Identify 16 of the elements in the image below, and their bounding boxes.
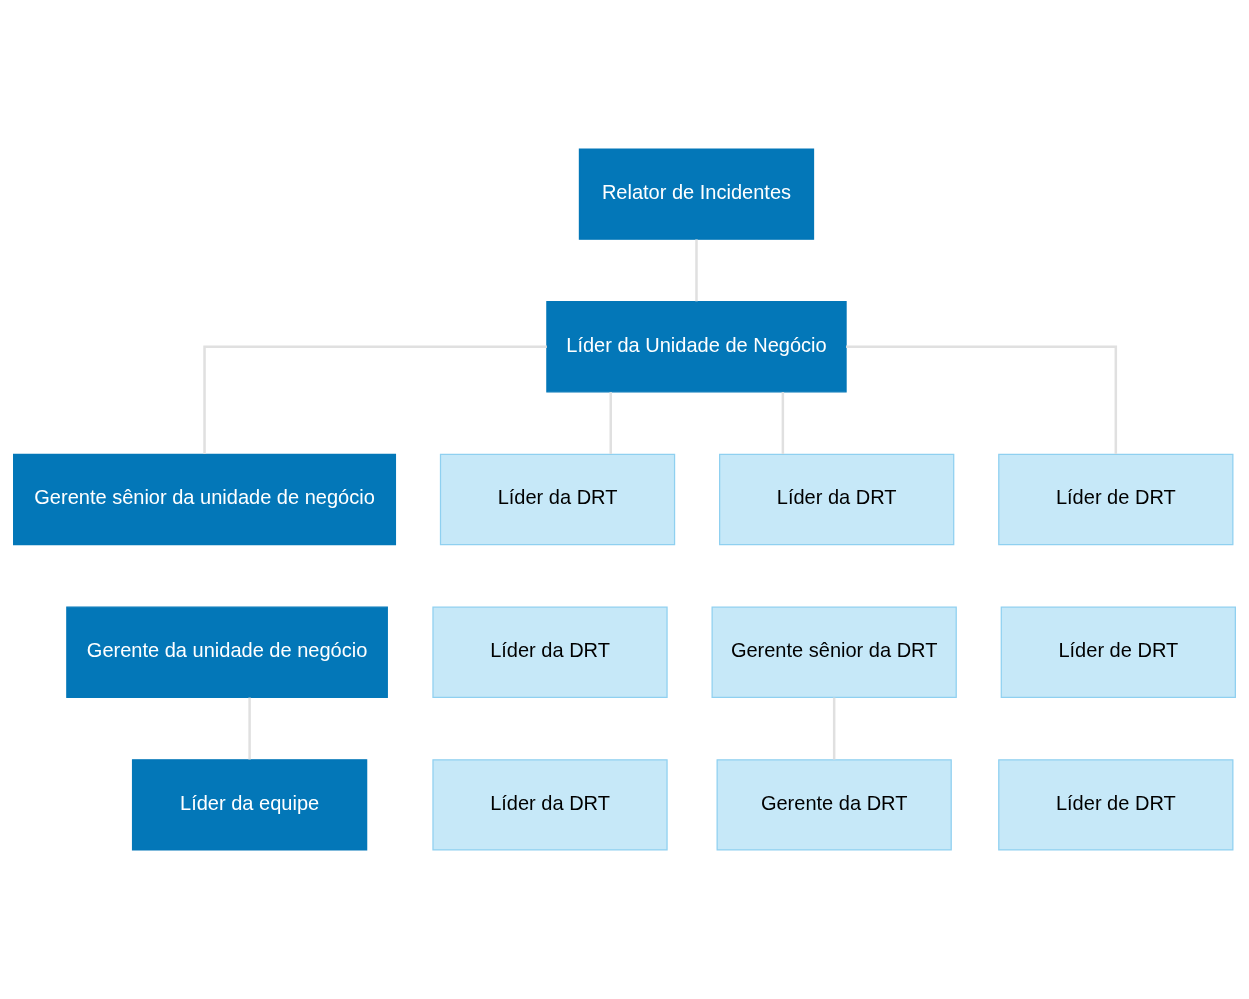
- node-box: Líder da equipe: [131, 759, 368, 851]
- node-box: Líder da DRT: [432, 606, 668, 698]
- node-box: Líder da DRT: [439, 453, 676, 546]
- node-box: Gerente sênior da unidade de negócio: [13, 453, 397, 546]
- node-box: Líder de DRT: [998, 453, 1234, 546]
- connector: [203, 345, 547, 455]
- node-box: Gerente sênior da DRT: [711, 606, 957, 698]
- node-box: Líder de DRT: [998, 759, 1234, 851]
- node-box: Relator de Incidentes: [578, 148, 815, 240]
- node-box: Líder da DRT: [719, 453, 955, 546]
- node-box: Líder da Unidade de Negócio: [546, 301, 847, 393]
- connector: [846, 345, 1118, 455]
- node-box: Líder de DRT: [1000, 606, 1236, 698]
- node-box: Gerente da unidade de negócio: [66, 606, 388, 698]
- node-box: Líder da DRT: [432, 759, 668, 851]
- node-box: Gerente da DRT: [716, 759, 952, 851]
